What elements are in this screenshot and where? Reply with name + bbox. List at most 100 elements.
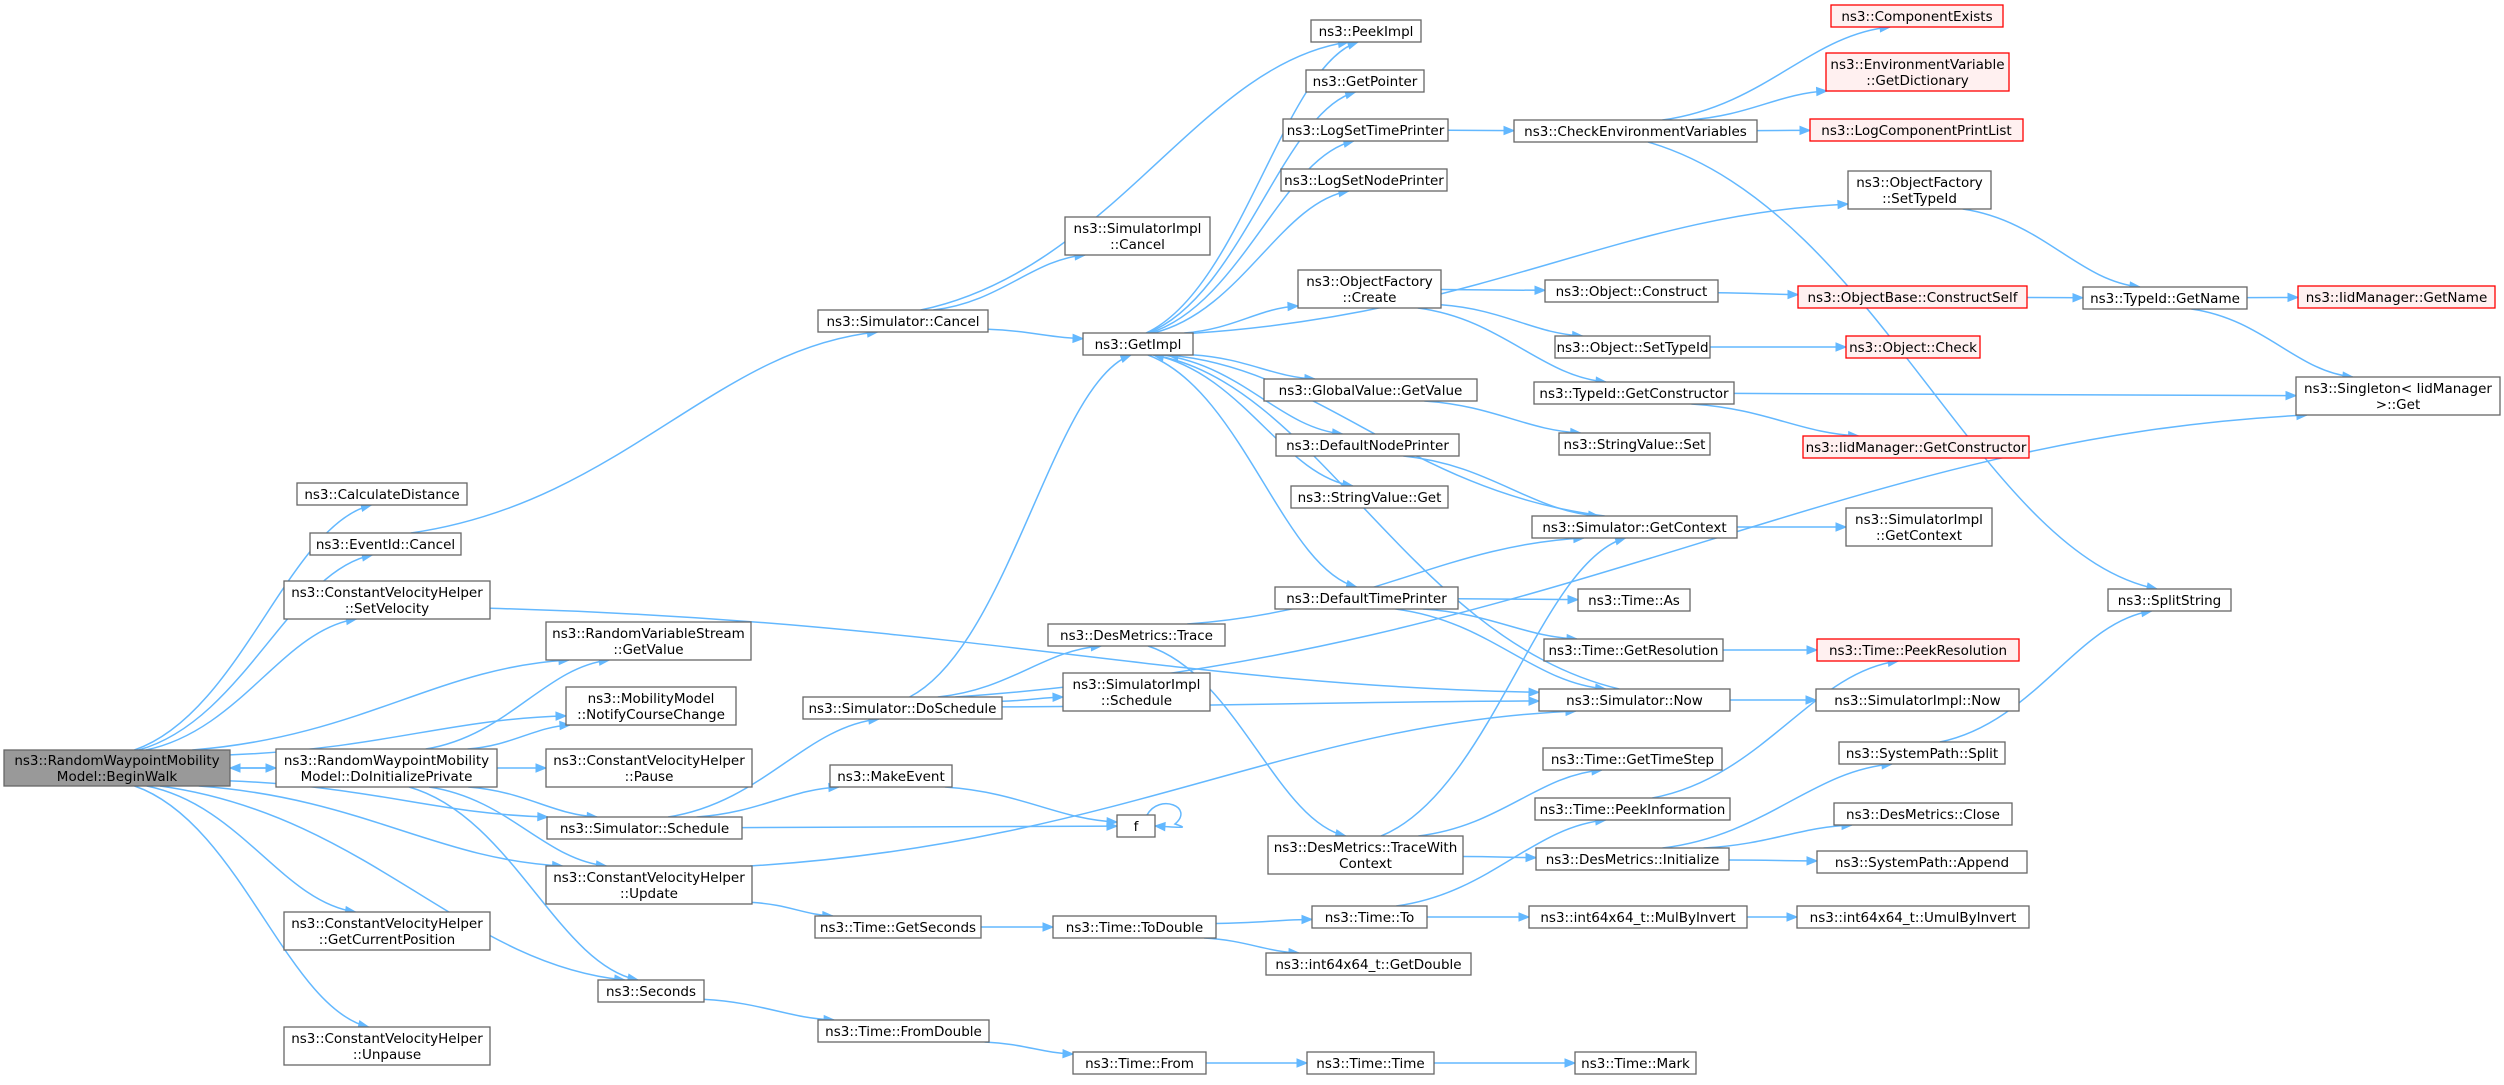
node-box (1282, 118, 1449, 142)
node-deftimeprinter[interactable]: ns3::DefaultTimePrinter (1274, 586, 1459, 610)
node-label: ns3::TypeId::GetName (2090, 291, 2240, 307)
node-timegettimestep[interactable]: ns3::Time::GetTimeStep (1542, 747, 1723, 771)
node-cvhpause[interactable]: ns3::ConstantVelocityHelper::Pause (545, 748, 753, 788)
node-syspathsplit[interactable]: ns3::SystemPath::Split (1838, 741, 2006, 765)
node-singletonget[interactable]: ns3::Singleton< IidManager >::Get (2295, 376, 2501, 416)
node-eventcancel[interactable]: ns3::EventId::Cancel (309, 532, 462, 556)
node-label: ns3::RandomVariableStream (552, 626, 745, 642)
node-box (1542, 747, 1723, 771)
node-peekimpl[interactable]: ns3::PeekImpl (1310, 19, 1422, 43)
node-typeidgetname[interactable]: ns3::TypeId::GetName (2082, 286, 2248, 310)
node-desclose[interactable]: ns3::DesMetrics::Close (1833, 802, 2013, 826)
node-label: ns3::MakeEvent (837, 769, 945, 785)
node-compexists[interactable]: ns3::ComponentExists (1830, 4, 2004, 28)
node-label: ns3::Object::Check (1849, 340, 1977, 356)
node-f[interactable]: f (1116, 814, 1156, 838)
node-makeevent[interactable]: ns3::MakeEvent (829, 764, 953, 788)
node-label: ns3::IidManager::GetName (2306, 290, 2488, 306)
node-logsettime[interactable]: ns3::LogSetTimePrinter (1282, 118, 1449, 142)
node-seconds[interactable]: ns3::Seconds (597, 979, 705, 1003)
node-simcancel[interactable]: ns3::Simulator::Cancel (817, 309, 989, 333)
node-box (283, 1026, 491, 1066)
node-doschedule[interactable]: ns3::Simulator::DoSchedule (802, 696, 1003, 720)
node-unpause[interactable]: ns3::ConstantVelocityHelper::Unpause (283, 1026, 491, 1066)
node-simschedule[interactable]: ns3::Simulator::Schedule (546, 816, 743, 840)
node-timepeekres[interactable]: ns3::Time::PeekResolution (1816, 638, 2020, 662)
node-simimplcancel[interactable]: ns3::SimulatorImpl::Cancel (1064, 216, 1211, 256)
node-setvelocity[interactable]: ns3::ConstantVelocityHelper::SetVelocity (283, 580, 491, 620)
node-envgetdict[interactable]: ns3::EnvironmentVariable::GetDictionary (1825, 52, 2010, 92)
node-timefromdouble[interactable]: ns3::Time::FromDouble (817, 1019, 990, 1043)
node-label: ns3::Time::From (1085, 1056, 1194, 1072)
edge-timegetres-to-timepeekres (1722, 645, 1819, 655)
node-mulbyinvert[interactable]: ns3::int64x64_t::MulByInvert (1528, 905, 1748, 929)
node-simimplgetctx[interactable]: ns3::SimulatorImpl::GetContext (1845, 507, 1993, 547)
node-umulbyinvert[interactable]: ns3::int64x64_t::UmulByInvert (1796, 905, 2030, 929)
node-label: ns3::ConstantVelocityHelper (553, 870, 745, 886)
node-simimplnow[interactable]: ns3::SimulatorImpl::Now (1815, 688, 2020, 712)
node-label: ns3::DefaultTimePrinter (1286, 591, 1447, 607)
edge-syspathsplit-to-splitstring (1939, 607, 2154, 743)
node-root[interactable]: ns3::RandomWaypointMobilityModel::BeginW… (3, 749, 231, 787)
node-timegetres[interactable]: ns3::Time::GetResolution (1543, 638, 1724, 662)
edge-root-to-getcurpos (146, 785, 357, 916)
node-box (1306, 1051, 1435, 1075)
node-calcdist[interactable]: ns3::CalculateDistance (296, 482, 468, 506)
node-defnodeprinter[interactable]: ns3::DefaultNodePrinter (1275, 433, 1460, 457)
node-simnow[interactable]: ns3::Simulator::Now (1538, 688, 1731, 712)
node-timeas[interactable]: ns3::Time::As (1577, 588, 1691, 612)
node-timetime[interactable]: ns3::Time::Time (1306, 1051, 1435, 1075)
node-objconstruct[interactable]: ns3::Object::Construct (1544, 279, 1719, 303)
node-timeto[interactable]: ns3::Time::To (1311, 905, 1428, 929)
edge-typeidgetname-to-singletonget (2191, 308, 2355, 381)
node-label: ::Unpause (353, 1047, 421, 1063)
node-int64getdouble[interactable]: ns3::int64x64_t::GetDouble (1265, 952, 1472, 976)
node-strvalget[interactable]: ns3::StringValue::Get (1290, 485, 1449, 509)
node-logcomplist[interactable]: ns3::LogComponentPrintList (1809, 118, 2024, 142)
node-typeidgetctor[interactable]: ns3::TypeId::GetConstructor (1533, 381, 1735, 405)
node-destrace[interactable]: ns3::DesMetrics::Trace (1047, 623, 1226, 647)
node-rvsgetvalue[interactable]: ns3::RandomVariableStream::GetValue (545, 621, 752, 661)
node-splitstring[interactable]: ns3::SplitString (2107, 588, 2232, 612)
node-label: ns3::SystemPath::Append (1835, 855, 2009, 871)
node-objsettypeid[interactable]: ns3::Object::SetTypeId (1554, 335, 1711, 359)
node-simgetcontext[interactable]: ns3::Simulator::GetContext (1531, 515, 1738, 539)
node-objfactsettypeid[interactable]: ns3::ObjectFactory::SetTypeId (1847, 170, 1992, 210)
node-gvgetvalue[interactable]: ns3::GlobalValue::GetValue (1263, 378, 1478, 402)
node-syspathappend[interactable]: ns3::SystemPath::Append (1816, 850, 2028, 874)
node-box (1311, 905, 1428, 929)
node-label: ns3::DesMetrics::TraceWith (1274, 840, 1458, 856)
node-box (1816, 850, 2028, 874)
node-box (2297, 285, 2496, 309)
node-objfactcreate[interactable]: ns3::ObjectFactory::Create (1297, 269, 1442, 309)
node-timefrom[interactable]: ns3::Time::From (1072, 1051, 1207, 1075)
node-box (2082, 286, 2248, 310)
node-timetodouble[interactable]: ns3::Time::ToDouble (1052, 915, 1217, 939)
node-objcheck[interactable]: ns3::Object::Check (1845, 335, 1981, 359)
node-logsetnode[interactable]: ns3::LogSetNodePrinter (1280, 168, 1448, 192)
node-checkenv[interactable]: ns3::CheckEnvironmentVariables (1513, 119, 1758, 143)
node-getimpl[interactable]: ns3::GetImpl (1082, 332, 1194, 356)
node-label: >::Get (2376, 397, 2420, 413)
node-label: Model::DoInitializePrivate (301, 769, 473, 785)
node-getpointer[interactable]: ns3::GetPointer (1305, 69, 1425, 93)
node-notifycourse[interactable]: ns3::MobilityModel::NotifyCourseChange (565, 686, 737, 726)
node-cvhupdate[interactable]: ns3::ConstantVelocityHelper::Update (545, 865, 753, 905)
node-desinit[interactable]: ns3::DesMetrics::Initialize (1535, 847, 1730, 871)
node-doinit[interactable]: ns3::RandomWaypointMobilityModel::DoInit… (275, 748, 498, 788)
node-timegetseconds[interactable]: ns3::Time::GetSeconds (814, 915, 982, 939)
node-label: ns3::Time::PeekResolution (1829, 643, 2007, 659)
node-timemark[interactable]: ns3::Time::Mark (1574, 1051, 1697, 1075)
node-box (1513, 119, 1758, 143)
node-timepeekinfo[interactable]: ns3::Time::PeekInformation (1534, 797, 1731, 821)
node-iidmgrgetctor[interactable]: ns3::IidManager::GetConstructor (1802, 435, 2030, 459)
node-box (597, 979, 705, 1003)
node-iidmgrgetname[interactable]: ns3::IidManager::GetName (2297, 285, 2496, 309)
node-label: ns3::SystemPath::Split (1846, 746, 1998, 762)
node-getcurpos[interactable]: ns3::ConstantVelocityHelper::GetCurrentP… (283, 911, 491, 951)
node-objbasecs[interactable]: ns3::ObjectBase::ConstructSelf (1797, 285, 2028, 309)
edge-root-to-cvhupdate (198, 785, 564, 871)
node-simimplschedule[interactable]: ns3::SimulatorImpl::Schedule (1062, 672, 1211, 712)
node-strvalset[interactable]: ns3::StringValue::Set (1558, 432, 1711, 456)
